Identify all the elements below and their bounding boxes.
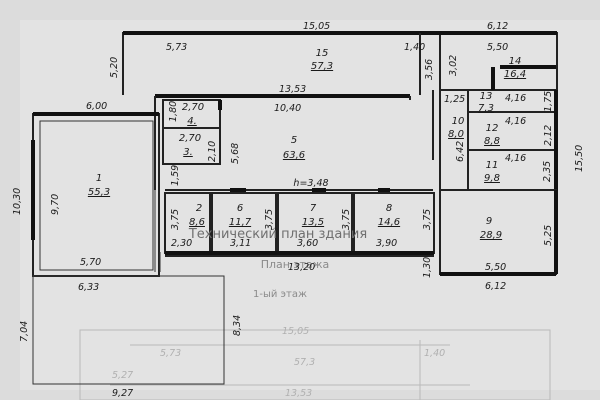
dim-1-75: 1,75 xyxy=(543,91,554,112)
dim-6-12-top: 6,12 xyxy=(487,21,508,32)
ghost-dim-5: 5,27 xyxy=(112,370,133,381)
dim-4-16-c: 4,16 xyxy=(505,153,526,164)
dim-3-60: 3,60 xyxy=(297,238,318,249)
height-label: h=3,48 xyxy=(293,178,328,189)
dim-6-33: 6,33 xyxy=(78,282,99,293)
dim-2-10: 2,10 xyxy=(207,141,218,162)
ghost-bleed-through: 15,05 57,3 13,53 5,73 1,40 5,27 xyxy=(79,326,551,400)
room-15-number: 15 xyxy=(316,48,329,59)
room-3-area: 3. xyxy=(183,147,193,158)
ghost-dim-2: 13,53 xyxy=(285,388,312,399)
room-10-area: 8,0 xyxy=(448,129,464,140)
room-8-number: 8 xyxy=(386,203,392,214)
dim-3-75-c: 3,75 xyxy=(341,209,352,230)
room-2-area: 8,6 xyxy=(189,217,205,228)
dim-5-70: 5,70 xyxy=(80,257,101,268)
dim-6-00: 6,00 xyxy=(86,101,107,112)
dim-1-80: 1,80 xyxy=(168,101,179,122)
ghost-area-15: 57,3 xyxy=(294,357,315,368)
room-6-number: 6 xyxy=(237,203,243,214)
floor-label: 1-ый этаж xyxy=(253,289,307,300)
dim-6-12-bottom: 6,12 xyxy=(485,281,506,292)
dim-15-05: 15,05 xyxy=(303,21,330,32)
dim-2-30: 2,30 xyxy=(171,238,192,249)
dim-9-27: 9,27 xyxy=(112,388,133,399)
dim-3-75-b: 3,75 xyxy=(264,209,275,230)
dim-3-75-a: 3,75 xyxy=(170,209,181,230)
dim-9-70: 9,70 xyxy=(50,194,61,215)
dim-2-12: 2,12 xyxy=(543,125,554,146)
room-5-number: 5 xyxy=(291,135,297,146)
room-15-area: 57,3 xyxy=(311,61,333,72)
room-13-area: 7,3 xyxy=(478,103,494,114)
dim-1-59: 1,59 xyxy=(170,165,181,186)
room-4-dim: 2,70 xyxy=(182,102,204,113)
ghost-dim-1: 15,05 xyxy=(282,326,309,337)
dim-2-35: 2,35 xyxy=(542,161,553,182)
dim-1-25: 1,25 xyxy=(444,94,465,105)
room-12-number: 12 xyxy=(486,123,499,134)
watermark-title: Технический план здания xyxy=(188,227,367,242)
room-7-number: 7 xyxy=(310,203,317,214)
dim-5-68: 5,68 xyxy=(230,143,241,164)
dim-3-11: 3,11 xyxy=(230,238,251,249)
dim-5-50-top: 5,50 xyxy=(487,42,508,53)
dim-10-30: 10,30 xyxy=(12,188,23,215)
room-11-area: 9,8 xyxy=(484,173,500,184)
ghost-dim-3: 5,73 xyxy=(160,348,181,359)
dim-13-20: 13,20 xyxy=(288,262,315,273)
dim-1-30: 1,30 xyxy=(422,257,433,278)
room-5-area: 63,6 xyxy=(283,150,305,161)
room-1-area: 55,3 xyxy=(88,187,110,198)
dim-3-90: 3,90 xyxy=(376,238,397,249)
dim-6-42: 6,42 xyxy=(455,141,466,162)
dim-5-73: 5,73 xyxy=(166,42,187,53)
dim-15-50: 15,50 xyxy=(574,145,585,172)
dim-3-02: 3,02 xyxy=(448,55,459,76)
room-11-number: 11 xyxy=(486,160,499,171)
room-9-area: 28,9 xyxy=(480,230,502,241)
room-14-number: 14 xyxy=(509,56,522,67)
room-1-number: 1 xyxy=(96,173,102,184)
dim-10-40: 10,40 xyxy=(274,103,301,114)
room-14-area: 16,4 xyxy=(504,69,526,80)
dimension-labels: 15,05 6,12 5,73 1,40 5,50 5,20 3,56 3,02… xyxy=(12,21,585,399)
room-7-area: 13,5 xyxy=(302,217,324,228)
room-10-number: 10 xyxy=(452,116,465,127)
dim-5-50-bottom: 5,50 xyxy=(485,262,506,273)
plan-subtitle: План этажа xyxy=(261,258,330,271)
room-6-area: 11,7 xyxy=(229,217,252,228)
room-labels: 15 57,3 14 16,4 13 7,3 10 8,0 12 8,8 11 … xyxy=(88,48,526,241)
room-13-number: 13 xyxy=(480,91,493,102)
dim-8-34: 8,34 xyxy=(232,315,243,336)
paper-sheet xyxy=(20,20,600,390)
dim-7-04: 7,04 xyxy=(19,321,30,342)
room-8-area: 14,6 xyxy=(378,217,400,228)
dim-5-25: 5,25 xyxy=(543,225,554,246)
dim-5-20: 5,20 xyxy=(109,57,120,78)
dim-1-40: 1,40 xyxy=(404,42,425,53)
room-9-number: 9 xyxy=(486,216,492,227)
dim-13-53: 13,53 xyxy=(279,84,306,95)
room-2-number: 2 xyxy=(196,203,202,214)
room-4-area: 4. xyxy=(187,116,197,127)
room-12-area: 8,8 xyxy=(484,136,500,147)
room-3-dim: 2,70 xyxy=(179,133,201,144)
dim-3-75-d: 3,75 xyxy=(422,209,433,230)
ghost-dim-4: 1,40 xyxy=(424,348,445,359)
dim-4-16-a: 4,16 xyxy=(505,93,526,104)
walls xyxy=(31,31,558,385)
dim-4-16-b: 4,16 xyxy=(505,116,526,127)
dim-3-56: 3,56 xyxy=(424,59,435,80)
